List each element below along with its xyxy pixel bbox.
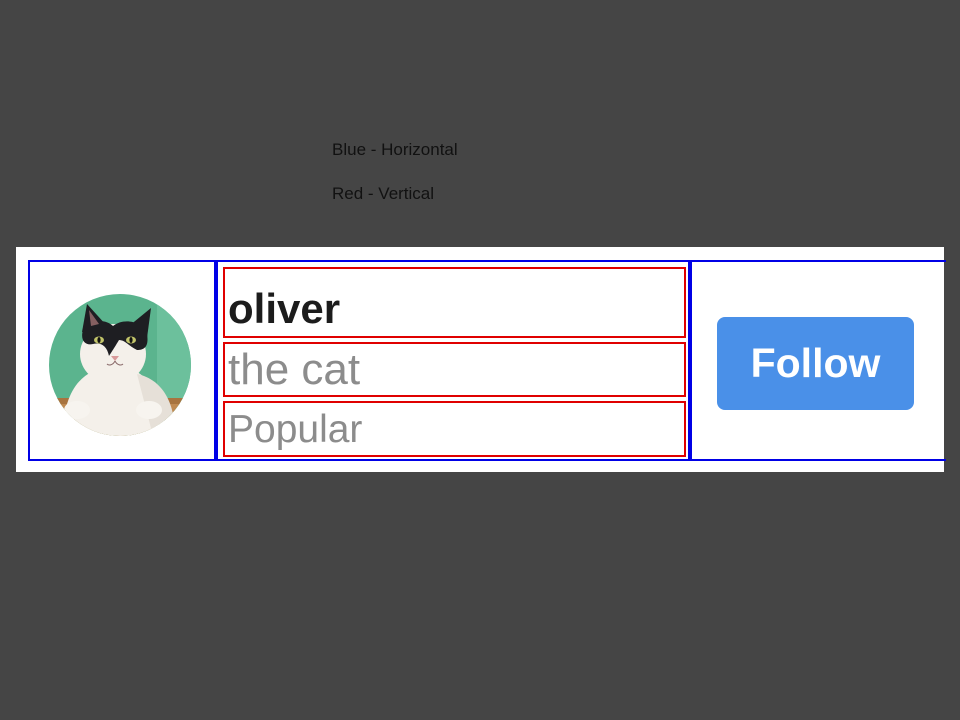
horizontal-outline-text-column: oliver the cat Popular (216, 260, 690, 461)
profile-subtitle: the cat (228, 345, 361, 394)
vertical-outline-name-row: oliver (223, 267, 686, 338)
legend-red-vertical: Red - Vertical (332, 184, 435, 203)
vertical-outline-subtitle-row: the cat (223, 342, 686, 397)
vertical-outline-status-row: Popular (223, 401, 686, 457)
profile-status: Popular (228, 408, 363, 451)
horizontal-outline-action-column: Follow (690, 260, 946, 461)
profile-card: oliver the cat Popular Follow (16, 247, 946, 472)
legend-blue-horizontal: Blue - Horizontal (332, 140, 458, 159)
cat-avatar-icon (49, 294, 191, 436)
follow-button[interactable]: Follow (717, 317, 914, 410)
profile-name: oliver (228, 285, 341, 332)
horizontal-outline-avatar-column (28, 260, 216, 461)
